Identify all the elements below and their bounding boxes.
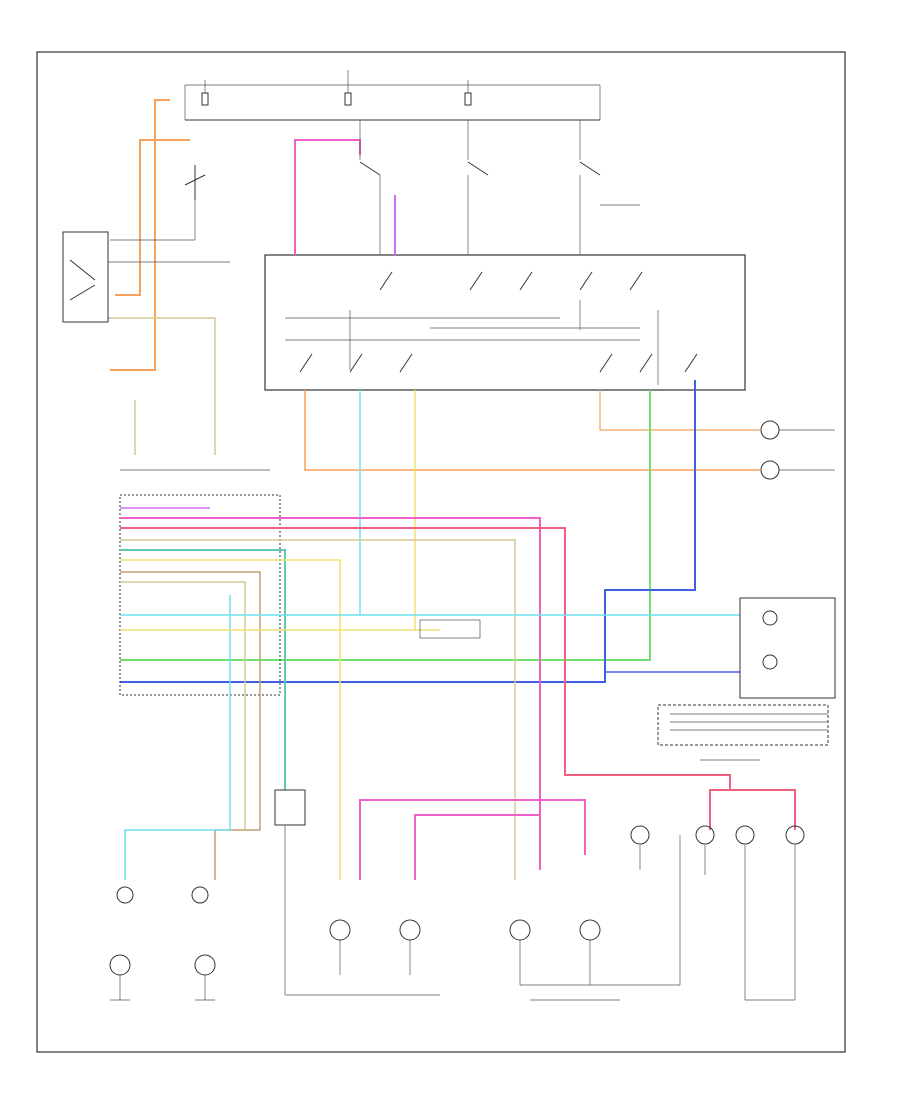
wire-orange-left-2 [115, 139, 190, 296]
lamp-3 [509, 919, 531, 941]
right-connectors [760, 420, 835, 480]
wire-green-down [120, 390, 651, 661]
wire-orange-bottom [304, 390, 760, 471]
fuse-bus [184, 70, 601, 121]
wire-yellow-h [120, 559, 341, 880]
lamp-1 [329, 919, 351, 941]
lamp-10 [194, 954, 216, 976]
wire-blue-down [120, 380, 696, 683]
diagram-frame [36, 51, 846, 1053]
wire-tan-left [110, 317, 216, 455]
lamp-12 [191, 886, 209, 904]
wire-pink-h [120, 517, 541, 870]
wire-pink-top [294, 139, 361, 255]
fuse-1 [201, 92, 209, 106]
connector-pin-block [119, 469, 281, 696]
lamp-7 [735, 825, 755, 845]
ground-wiring [110, 825, 796, 1001]
lamp-4 [579, 919, 601, 941]
wire-tan-h [120, 539, 516, 880]
brake-switch [110, 165, 206, 241]
lamp-11 [116, 886, 134, 904]
wire-pink-lamps-2 [414, 814, 540, 880]
lamp-6 [695, 825, 715, 845]
lamp-5 [630, 825, 650, 845]
fuse-2 [344, 92, 352, 106]
wire-orange-short [599, 390, 760, 431]
multifunction-switch-box [264, 254, 746, 391]
lamp-2 [399, 919, 421, 941]
wire-tan-h2 [120, 581, 246, 830]
lamp-8 [785, 825, 805, 845]
wire-cyan-h2 [124, 595, 231, 880]
wire-red-h [120, 527, 731, 790]
fuse-3 [464, 92, 472, 106]
splice-box [419, 619, 481, 639]
right-module [657, 597, 836, 761]
wire-red-lamps [709, 789, 796, 830]
wire-teal-h [120, 549, 286, 790]
left-switch-block [62, 231, 230, 323]
relay-module [274, 789, 306, 826]
lamp-9 [109, 954, 131, 976]
wire-orange-left [110, 99, 170, 371]
wire-brown-h [120, 571, 261, 880]
upper-relays [359, 120, 640, 255]
wire-pink-lamps [359, 799, 586, 880]
lamps-row [109, 789, 805, 976]
